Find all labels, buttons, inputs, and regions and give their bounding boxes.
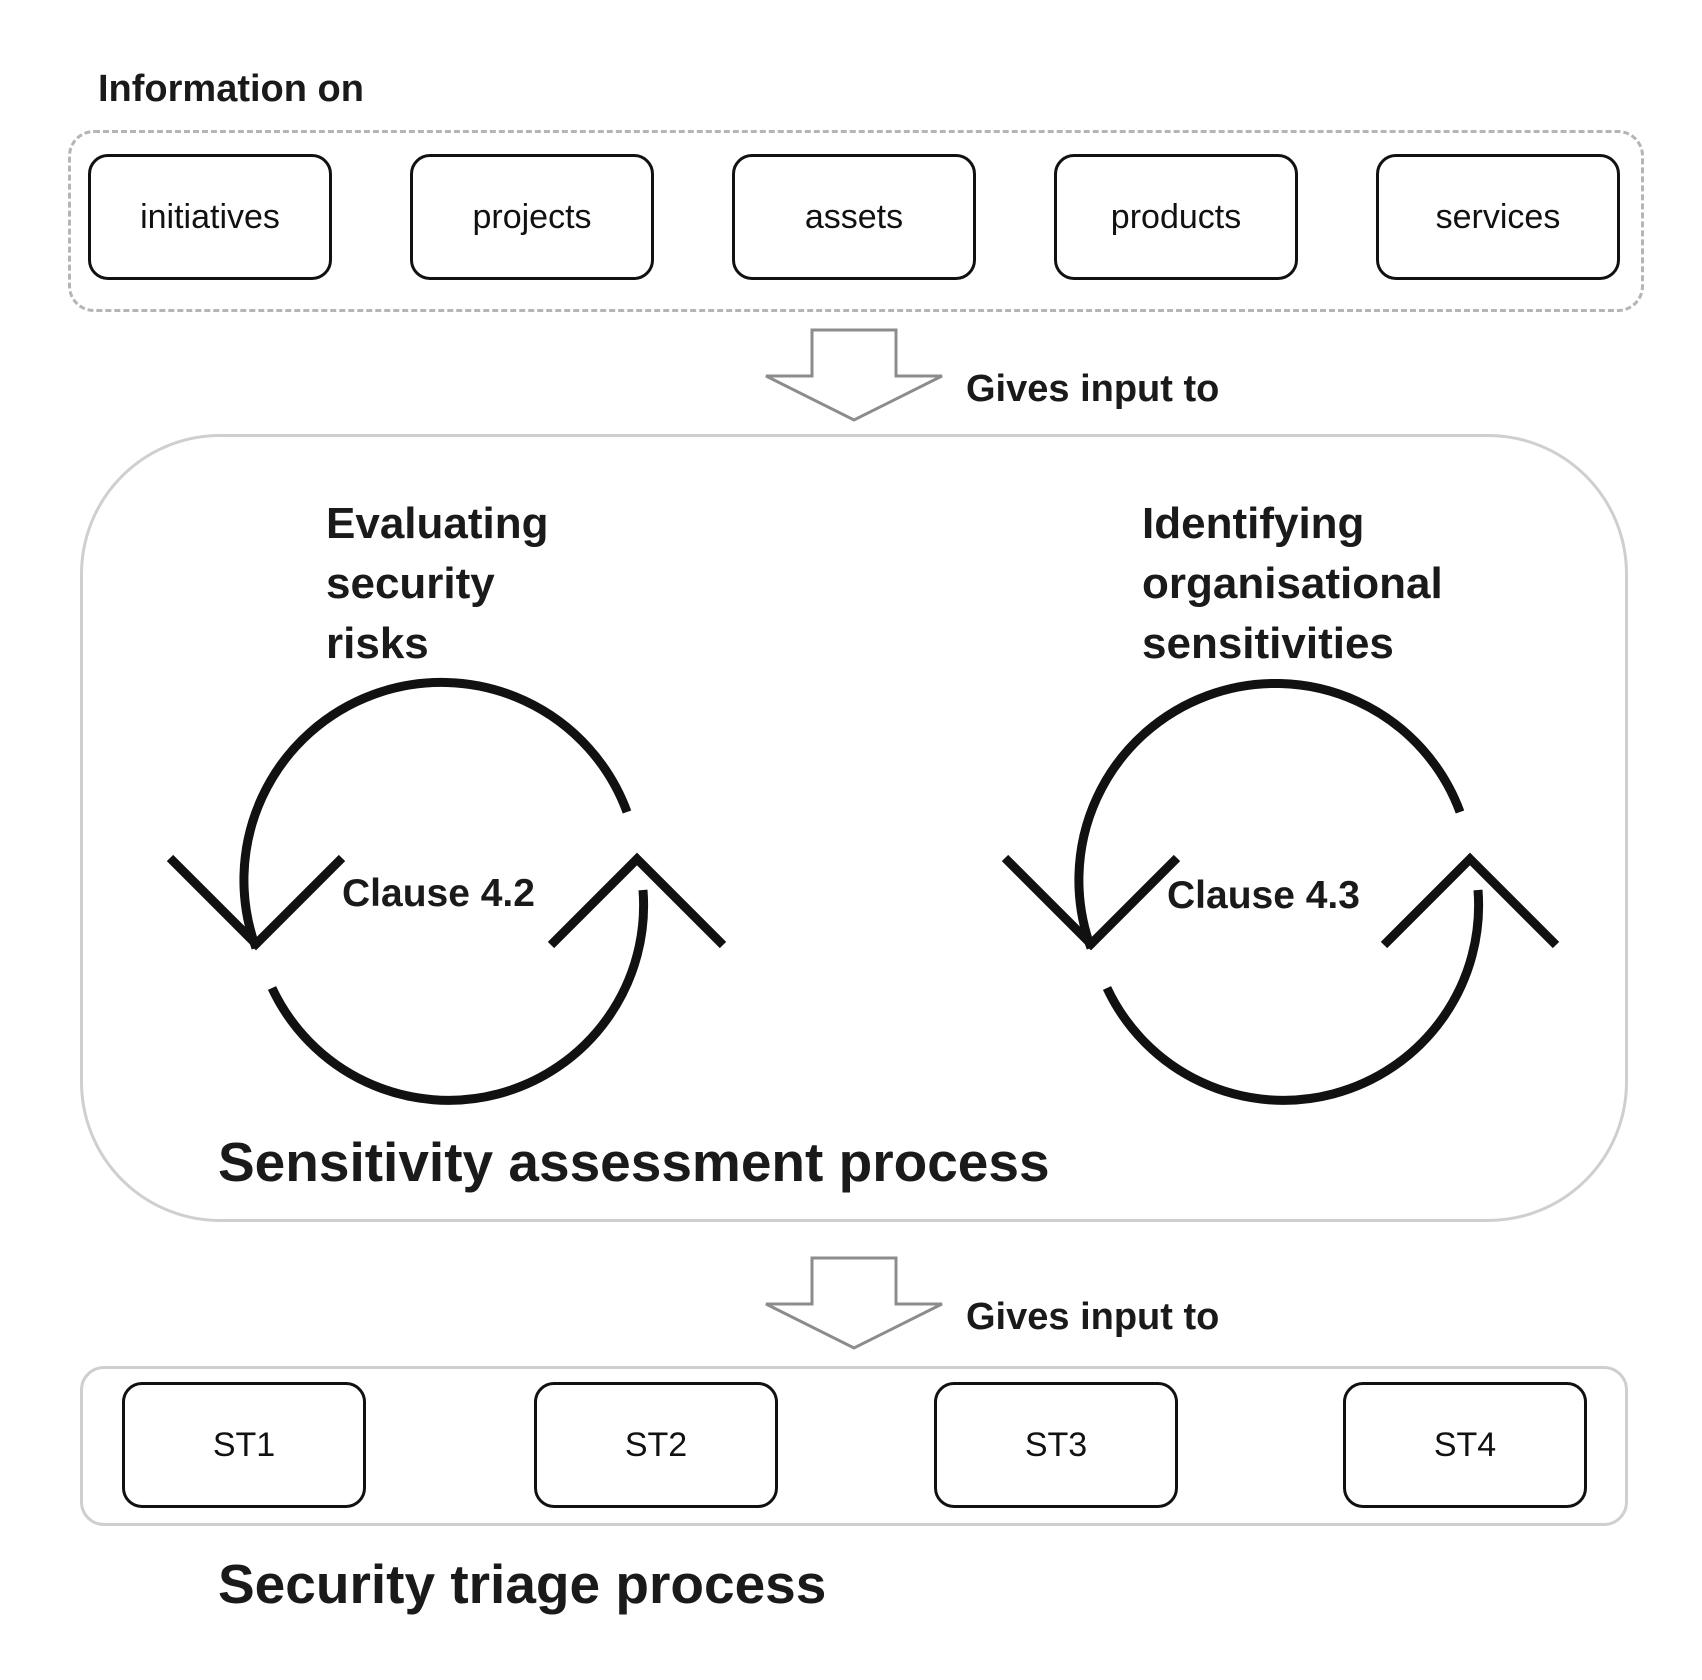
information-group bbox=[68, 130, 1644, 312]
information-item-projects: projects bbox=[410, 154, 654, 280]
left-cycle-label-line: security bbox=[326, 559, 495, 608]
left-cycle-label-line: Evaluating bbox=[326, 499, 549, 548]
information-item-products: products bbox=[1054, 154, 1298, 280]
triage-item-st1: ST1 bbox=[122, 1382, 366, 1508]
triage-item-st3: ST3 bbox=[934, 1382, 1178, 1508]
left-clause-label: Clause 4.2 bbox=[342, 872, 535, 915]
down-arrow-1-icon bbox=[765, 328, 943, 422]
right-cycle-label: Identifying organisational sensitivities bbox=[1142, 494, 1443, 674]
sensitivity-assessment-title: Sensitivity assessment process bbox=[218, 1131, 1050, 1193]
right-clause-label: Clause 4.3 bbox=[1167, 874, 1360, 917]
down-arrow-2-icon bbox=[765, 1256, 943, 1350]
information-item-initiatives: initiatives bbox=[88, 154, 332, 280]
left-cycle-label-line: risks bbox=[326, 619, 429, 668]
left-cycle-label: Evaluating security risks bbox=[326, 494, 549, 674]
sensitivity-assessment-panel bbox=[80, 434, 1628, 1222]
information-title: Information on bbox=[98, 68, 364, 110]
gives-input-label-2: Gives input to bbox=[966, 1296, 1220, 1338]
information-item-assets: assets bbox=[732, 154, 976, 280]
gives-input-label-1: Gives input to bbox=[966, 368, 1220, 410]
triage-item-st4: ST4 bbox=[1343, 1382, 1587, 1508]
triage-item-st2: ST2 bbox=[534, 1382, 778, 1508]
right-cycle-label-line: sensitivities bbox=[1142, 619, 1394, 668]
right-cycle-label-line: organisational bbox=[1142, 559, 1443, 608]
security-triage-panel bbox=[80, 1366, 1628, 1526]
right-cycle-label-line: Identifying bbox=[1142, 499, 1365, 548]
security-triage-title: Security triage process bbox=[218, 1553, 827, 1615]
information-item-services: services bbox=[1376, 154, 1620, 280]
